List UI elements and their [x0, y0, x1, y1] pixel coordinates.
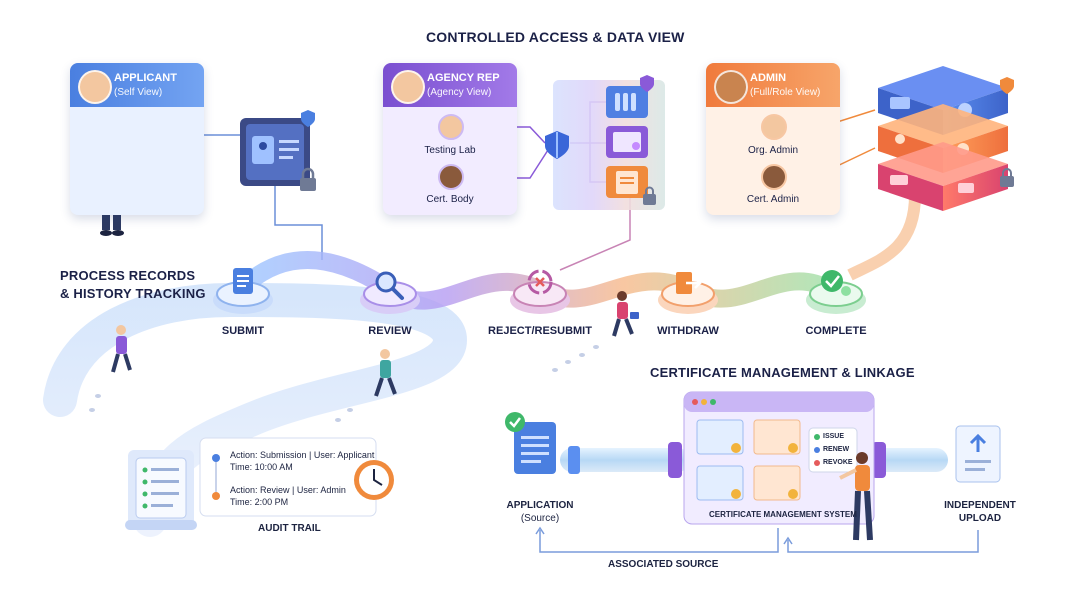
process-title-line1: PROCESS RECORDS	[60, 268, 196, 283]
doc-connector	[559, 198, 631, 271]
cert-action-renew[interactable]: RENEW	[823, 446, 850, 453]
agency-lock-badge-icon	[640, 75, 654, 92]
certificate-doc-icon	[606, 126, 648, 158]
walking-person-right	[612, 291, 639, 337]
step-submit: SUBMIT	[221, 325, 265, 337]
step-review: REVIEW	[368, 325, 412, 337]
agency-role-name: AGENCY REP	[427, 72, 500, 84]
admin-role-name: ADMIN	[750, 72, 787, 84]
cert-system-window	[683, 391, 875, 525]
associated-source-label: ASSOCIATED SOURCE	[608, 559, 719, 570]
submit-doc-icon	[233, 268, 253, 294]
audit-trail-label: AUDIT TRAIL	[258, 523, 321, 534]
server-ribbon	[847, 194, 921, 281]
testing-lab-avatar	[438, 114, 464, 140]
agency-role-view: (Agency View)	[427, 87, 492, 98]
process-title-line2: & HISTORY TRACKING	[60, 286, 206, 301]
history-path	[43, 282, 468, 537]
step-reject-resubmit: REJECT/RESUBMIT	[488, 325, 592, 337]
audit-scroll-icon	[125, 450, 197, 530]
applicant-role-name: APPLICANT	[114, 72, 177, 84]
profile-vault-icon	[240, 110, 316, 191]
step-withdraw: WITHDRAW	[657, 325, 719, 337]
access-title: CONTROLLED ACCESS & DATA VIEW	[426, 29, 685, 45]
complete-check-icon	[821, 270, 851, 296]
step-complete: COMPLETE	[805, 325, 867, 337]
admin-role-view: (Full/Role View)	[750, 87, 821, 98]
application-source-label: (Source)	[520, 513, 560, 524]
org-admin-label: Org. Admin	[747, 145, 799, 156]
resubmit-cycle-icon	[527, 269, 553, 295]
cert-system-label: CERTIFICATE MANAGEMENT SYSTEM	[709, 510, 857, 519]
audit-entry-1-action: Action: Submission | User: Applicant	[230, 450, 375, 460]
magnifier-icon	[375, 271, 404, 300]
admin-card: ADMIN (Full/Role View) Org. Admin Cert. …	[706, 63, 840, 215]
testing-lab-label: Testing Lab	[424, 145, 476, 156]
footprints	[89, 345, 599, 422]
application-label: APPLICATION	[506, 500, 574, 511]
audit-entry-1-time: Time: 10:00 AM	[230, 462, 293, 472]
walking-person-left	[111, 325, 132, 373]
server-stack-icon	[878, 66, 1014, 211]
cert-action-issue[interactable]: ISSUE	[823, 433, 845, 440]
cert-admin-person	[839, 452, 873, 541]
lab-flask-doc-icon	[606, 86, 648, 118]
clock-icon	[354, 460, 394, 500]
upload-doc-icon	[955, 425, 1001, 483]
application-doc-icon	[505, 412, 556, 474]
reject-node	[510, 281, 570, 314]
agency-avatar	[391, 70, 425, 104]
locked-report-doc-icon	[606, 166, 656, 205]
admin-avatar	[714, 70, 748, 104]
independent-label: INDEPENDENT	[944, 500, 1016, 511]
audit-timeline	[199, 437, 377, 517]
cert-body-avatar	[438, 164, 464, 190]
applicant-avatar	[78, 70, 112, 104]
associated-source-arrows	[535, 526, 979, 553]
cert-admin-avatar	[761, 164, 787, 190]
audit-entry-2-action: Action: Review | User: Admin	[230, 485, 346, 495]
agency-card: AGENCY REP (Agency View) Testing Lab Cer…	[383, 63, 517, 215]
shield-icon	[545, 131, 569, 159]
audit-entry-2-time: Time: 2:00 PM	[230, 497, 289, 507]
cert-admin-label: Cert. Admin	[746, 194, 800, 205]
cert-body-label: Cert. Body	[426, 194, 474, 205]
exit-door-icon	[676, 272, 702, 294]
upload-label: UPLOAD	[958, 513, 1002, 524]
org-admin-avatar	[761, 114, 787, 140]
cert-title: CERTIFICATE MANAGEMENT & LINKAGE	[650, 365, 915, 380]
cert-tube	[560, 442, 948, 478]
walking-person-middle	[374, 349, 397, 397]
cert-action-revoke[interactable]: REVOKE	[823, 459, 853, 466]
applicant-card: APPLICANT (Self View)	[70, 63, 204, 215]
vault-connector	[274, 185, 323, 260]
applicant-role-view: (Self View)	[114, 87, 163, 98]
